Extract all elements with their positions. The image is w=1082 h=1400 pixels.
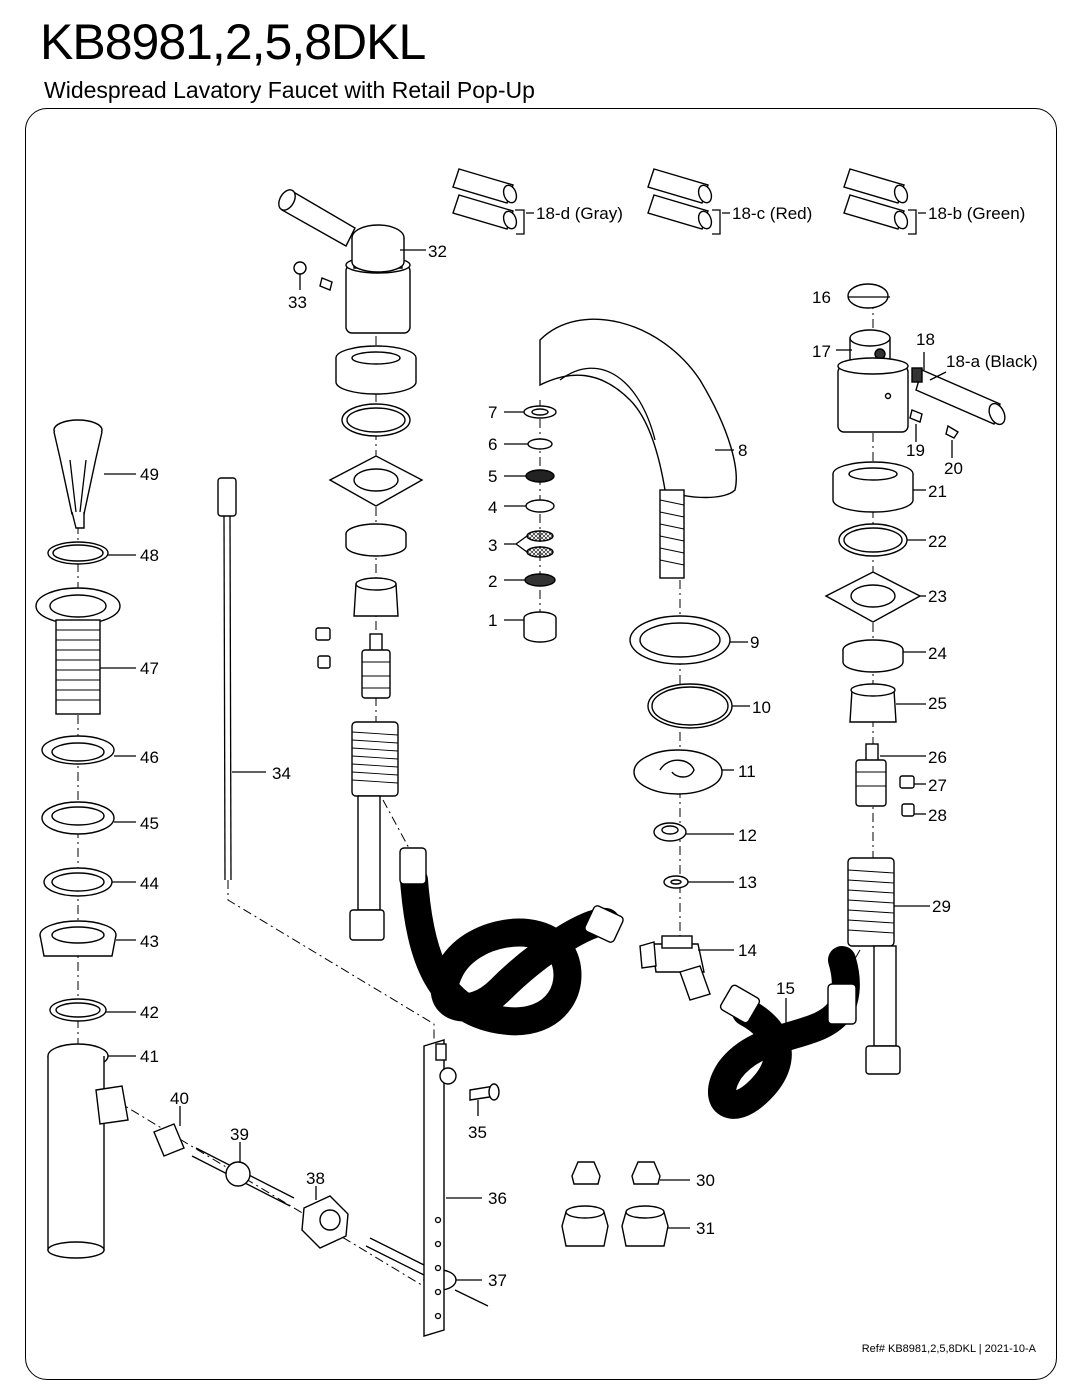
braided-hoses: [399, 847, 860, 1119]
label-part-11: 11: [738, 762, 756, 781]
label-part-3: 3: [488, 536, 497, 555]
label-part-18-d: 18-d (Gray): [536, 204, 623, 223]
label-part-28: 28: [928, 806, 947, 825]
label-part-12: 12: [738, 826, 757, 845]
label-part-6: 6: [488, 435, 497, 454]
label-part-18: 18: [916, 330, 935, 349]
label-part-7: 7: [488, 403, 497, 422]
label-part-40: 40: [170, 1089, 189, 1108]
label-part-30: 30: [696, 1171, 715, 1190]
handle-swatch-red: [647, 168, 713, 230]
label-part-19: 19: [906, 441, 925, 460]
label-part-43: 43: [140, 932, 159, 951]
label-part-49: 49: [140, 465, 159, 484]
label-part-38: 38: [306, 1169, 325, 1188]
model-number: KB8981,2,5,8DKL: [40, 14, 426, 70]
label-part-37: 37: [488, 1271, 507, 1290]
label-part-46: 46: [140, 748, 159, 767]
label-part-36: 36: [488, 1189, 507, 1208]
label-part-39: 39: [230, 1125, 249, 1144]
handle-swatch-green: [843, 168, 909, 230]
reference-note: Ref# KB8981,2,5,8DKL | 2021-10-A: [861, 1343, 1036, 1355]
label-part-14: 14: [738, 941, 757, 960]
label-part-15: 15: [776, 979, 795, 998]
handle-color-options: [452, 168, 909, 230]
label-part-2: 2: [488, 572, 497, 591]
label-part-26: 26: [928, 748, 947, 767]
label-part-44: 44: [140, 874, 159, 893]
label-part-10: 10: [752, 698, 771, 717]
label-part-32: 32: [428, 242, 447, 261]
label-part-16: 16: [812, 288, 831, 307]
label-part-5: 5: [488, 467, 497, 486]
label-part-21: 21: [928, 482, 947, 501]
diagram-frame: [25, 108, 1057, 1380]
left-handle-assembly: [278, 188, 424, 941]
label-part-33: 33: [288, 293, 307, 312]
label-part-9: 9: [750, 633, 759, 652]
label-part-27: 27: [928, 776, 947, 795]
label-part-17: 17: [812, 342, 831, 361]
compression-fittings: [561, 1161, 669, 1247]
label-part-25: 25: [928, 694, 947, 713]
label-part-34: 34: [272, 764, 291, 783]
label-part-18-b: 18-b (Green): [928, 204, 1025, 223]
popup-drain-assembly: [35, 419, 500, 1337]
right-handle-assembly: [824, 283, 1006, 1075]
label-part-41: 41: [140, 1047, 159, 1066]
label-part-35: 35: [468, 1123, 487, 1142]
label-part-13: 13: [738, 873, 757, 892]
label-part-4: 4: [488, 498, 497, 517]
label-part-23: 23: [928, 587, 947, 606]
label-part-20: 20: [944, 459, 963, 478]
label-part-18-a: 18-a (Black): [946, 352, 1038, 371]
product-description: Widespread Lavatory Faucet with Retail P…: [44, 77, 535, 103]
label-part-8: 8: [738, 441, 747, 460]
label-part-31: 31: [696, 1219, 715, 1238]
spout-assembly: [523, 318, 737, 1001]
label-part-48: 48: [140, 546, 159, 565]
handle-swatch-gray: [452, 168, 518, 230]
label-part-18-c: 18-c (Red): [732, 204, 812, 223]
label-part-47: 47: [140, 659, 159, 678]
label-part-42: 42: [140, 1003, 159, 1022]
label-part-45: 45: [140, 814, 159, 833]
part-labels: 18-d (Gray) 18-c (Red) 18-b (Green) 32 3…: [140, 204, 1038, 1290]
label-part-24: 24: [928, 644, 947, 663]
label-part-29: 29: [932, 897, 951, 916]
leader-lines: [100, 209, 953, 1281]
label-part-1: 1: [488, 611, 497, 630]
label-part-22: 22: [928, 532, 947, 551]
